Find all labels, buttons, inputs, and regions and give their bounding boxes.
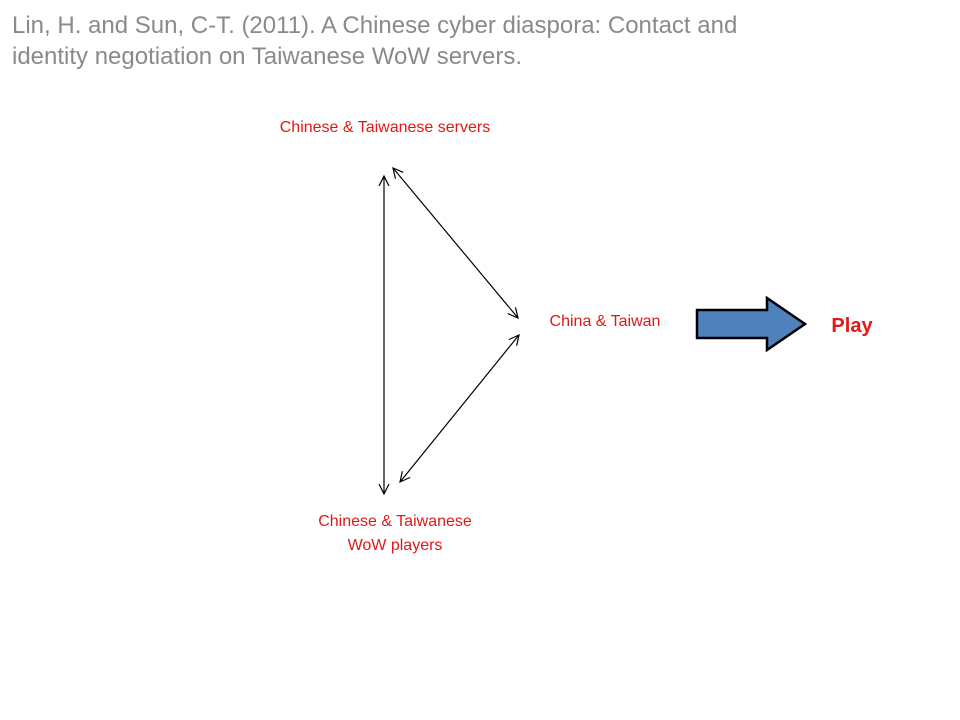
title-line-2: identity negotiation on Taiwanese WoW se…	[12, 43, 523, 70]
players-text-line-1: Chinese & Taiwanese	[318, 513, 472, 530]
countries-text: China & Taiwan	[549, 313, 661, 330]
node-servers-label: Chinese & Taiwanese servers	[225, 116, 545, 140]
connector-servers-countries	[393, 168, 518, 318]
slide-title: Lin, H. and Sun, C-T. (2011). A Chinese …	[12, 10, 912, 72]
play-label: Play	[831, 315, 873, 337]
servers-text: Chinese & Taiwanese servers	[279, 119, 491, 136]
block-arrow-to-play	[695, 295, 808, 353]
node-countries-label: China & Taiwan	[520, 310, 690, 334]
node-players-label: Chinese & Taiwanese WoW players	[255, 510, 535, 558]
connector-players-countries	[400, 335, 519, 482]
players-text-line-2: WoW players	[347, 537, 443, 554]
title-line-1: Lin, H. and Sun, C-T. (2011). A Chinese …	[12, 12, 738, 39]
